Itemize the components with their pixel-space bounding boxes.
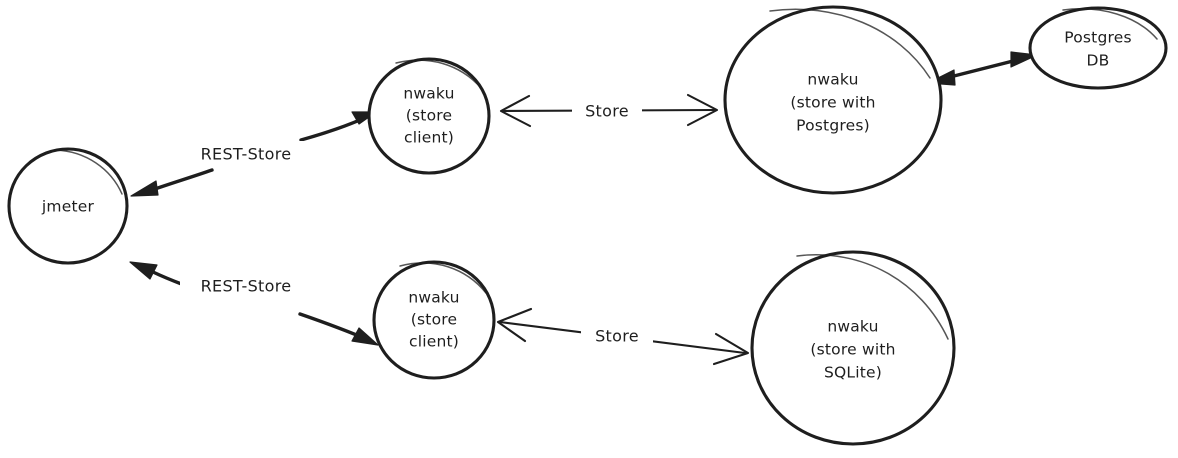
node-jmeter-sketch-overstroke: [54, 149, 123, 195]
node-nwaku-store-client-top[interactable]: nwaku (store client): [367, 57, 491, 175]
node-nwaku-store-postgres-sketch-overstroke: [769, 8, 931, 79]
node-nwaku-store-postgres-label-line-2: Postgres): [796, 117, 870, 135]
edge-rest-store-bottom-arrowhead-left: [129, 261, 158, 280]
node-nwaku-store-postgres-shape[interactable]: [723, 5, 943, 195]
node-nwaku-store-postgres-label-line-0: nwaku: [807, 71, 858, 89]
edge-rest-store-top: REST-Store: [130, 111, 377, 197]
edge-rest-store-bottom-label-bg: [180, 273, 314, 299]
edge-store-top-arrowhead-right: [686, 93, 719, 127]
node-postgres-db-label-line-1: DB: [1087, 52, 1110, 70]
node-nwaku-store-postgres[interactable]: nwaku (store with Postgres): [723, 5, 943, 195]
edge-store-bottom-arrowhead-right: [712, 332, 750, 366]
node-nwaku-store-client-top-sketch-overstroke: [395, 59, 482, 89]
edge-rest-store-bottom: REST-Store: [129, 261, 379, 346]
edge-store-bottom-arrowhead-left: [496, 307, 533, 343]
node-nwaku-store-client-bottom-label-line-1: (store: [411, 311, 457, 329]
edge-label-store-top: Store: [585, 102, 629, 121]
edge-store-bottom: Store: [496, 307, 750, 366]
node-postgres-db-label-line-0: Postgres: [1064, 29, 1132, 47]
node-nwaku-store-client-bottom-label-line-0: nwaku: [408, 289, 459, 307]
node-nwaku-store-client-bottom-shape[interactable]: [372, 260, 496, 380]
node-jmeter-shape[interactable]: [7, 147, 129, 265]
edge-rest-store-bottom-arrowhead-right: [351, 327, 379, 346]
edge-store-bottom-label-bg: [581, 324, 653, 348]
node-postgres-db-sketch-overstroke: [1062, 8, 1158, 40]
node-nwaku-store-client-top-label-line-1: (store: [406, 107, 452, 125]
edge-label-rest-store-top: REST-Store: [201, 145, 292, 164]
node-nwaku-store-sqlite-label-line-0: nwaku: [827, 318, 878, 336]
node-jmeter-label-line-0: jmeter: [41, 198, 95, 216]
edge-rest-store-top-label-bg: [180, 141, 314, 167]
node-nwaku-store-client-bottom-sketch-overstroke: [399, 262, 487, 294]
node-nwaku-store-client-top-shape[interactable]: [367, 57, 491, 175]
node-nwaku-store-sqlite-shape[interactable]: [750, 250, 956, 446]
node-nwaku-store-client-top-label-line-2: client): [404, 129, 454, 147]
edge-label-rest-store-bottom: REST-Store: [201, 277, 292, 296]
edge-rest-store-top-arrowhead-left: [130, 180, 159, 197]
node-nwaku-store-client-top-label-line-0: nwaku: [403, 85, 454, 103]
node-nwaku-store-sqlite-label-line-2: SQLite): [824, 364, 882, 382]
edge-postgres-link-line: [948, 57, 1023, 79]
node-jmeter[interactable]: jmeter: [7, 147, 129, 265]
node-nwaku-store-client-bottom-label-line-2: client): [409, 333, 459, 351]
edge-store-top: Store: [499, 93, 719, 128]
node-nwaku-store-client-bottom[interactable]: nwaku (store client): [372, 260, 496, 380]
edge-store-top-label-bg: [572, 99, 642, 123]
edge-store-top-arrowhead-left: [499, 94, 532, 128]
node-nwaku-store-postgres-label-line-1: (store with: [790, 94, 875, 112]
node-postgres-db-shape[interactable]: [1028, 6, 1168, 90]
node-nwaku-store-sqlite[interactable]: nwaku (store with SQLite): [750, 250, 956, 446]
edge-label-store-bottom: Store: [595, 327, 639, 346]
node-postgres-db[interactable]: Postgres DB: [1028, 6, 1168, 90]
node-nwaku-store-sqlite-label-line-1: (store with: [810, 341, 895, 359]
edge-postgres-link: [927, 51, 1038, 86]
edge-rest-store-top-line-left: [150, 168, 214, 192]
node-nwaku-store-sqlite-sketch-overstroke: [796, 254, 949, 340]
